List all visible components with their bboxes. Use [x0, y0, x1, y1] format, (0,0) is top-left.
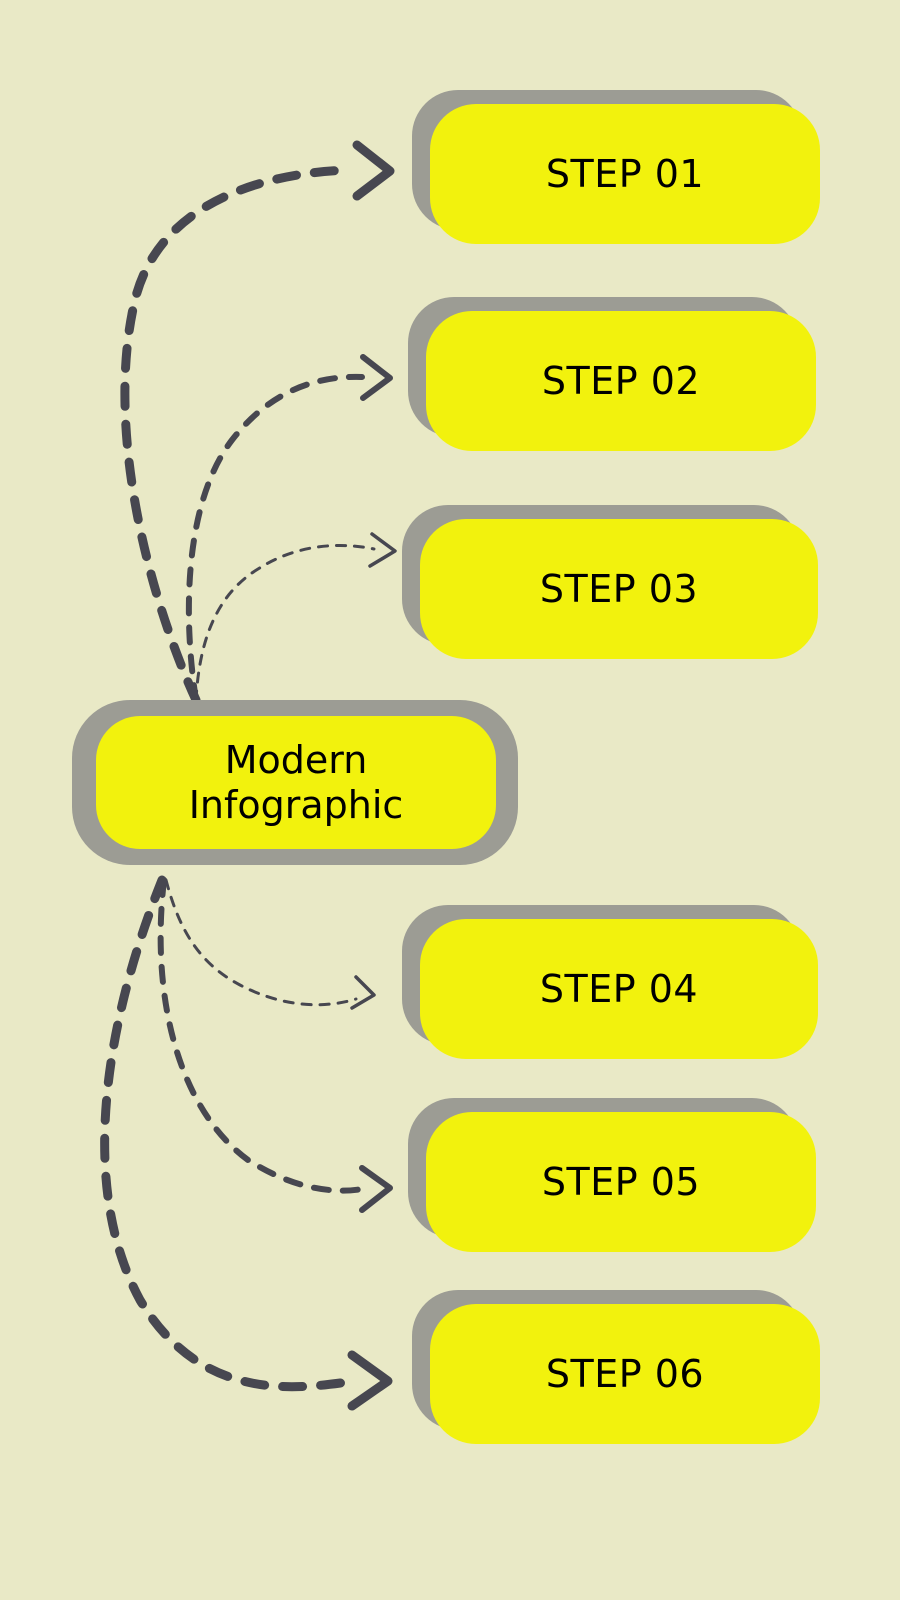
step-label: STEP 03: [539, 567, 699, 611]
center-title-line-1: Modern: [224, 738, 368, 783]
step-node-4[interactable]: STEP 04: [402, 905, 818, 1059]
connector-to-step-05: [157, 877, 393, 1213]
connector-to-step-01: [120, 140, 395, 705]
step-node-5[interactable]: STEP 05: [408, 1098, 816, 1252]
step-card[interactable]: STEP 02: [426, 311, 816, 451]
step-card[interactable]: STEP 04: [420, 919, 818, 1059]
connector-to-step-06: [100, 875, 393, 1411]
center-title-line-2: Infographic: [188, 782, 404, 827]
step-label: STEP 06: [545, 1352, 705, 1396]
connector-to-step-04: [164, 878, 376, 1010]
step-label: STEP 05: [541, 1160, 701, 1204]
step-node-6[interactable]: STEP 06: [412, 1290, 820, 1444]
step-node-2[interactable]: STEP 02: [408, 297, 816, 451]
center-node-inner: Modern Infographic: [96, 716, 496, 849]
connector-to-step-03: [194, 532, 397, 702]
center-node[interactable]: Modern Infographic: [72, 700, 518, 865]
step-node-1[interactable]: STEP 01: [412, 90, 820, 244]
step-card[interactable]: STEP 05: [426, 1112, 816, 1252]
step-node-3[interactable]: STEP 03: [402, 505, 818, 659]
step-card[interactable]: STEP 06: [430, 1304, 820, 1444]
step-label: STEP 01: [545, 152, 705, 196]
step-label: STEP 02: [541, 359, 701, 403]
step-card[interactable]: STEP 03: [420, 519, 818, 659]
step-label: STEP 04: [539, 967, 699, 1011]
step-card[interactable]: STEP 01: [430, 104, 820, 244]
connector-to-step-02: [185, 354, 393, 703]
